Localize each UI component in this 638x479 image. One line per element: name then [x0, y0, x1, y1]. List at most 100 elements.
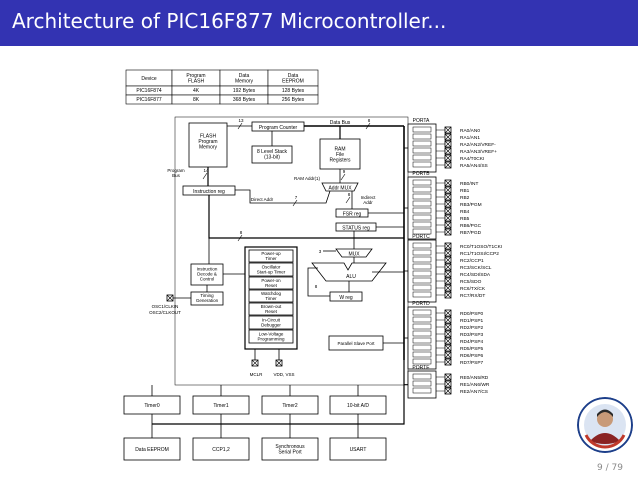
pin-terminal-cross — [444, 309, 452, 317]
pin-terminal-cross — [444, 256, 452, 264]
fsr-register-label: FSR reg — [343, 212, 362, 218]
table-header-text: Program — [186, 73, 205, 79]
port-latch — [412, 373, 432, 380]
pin-terminal-cross — [444, 337, 452, 345]
peripheral-label: Serial Port — [278, 450, 302, 456]
pin-label: RE0/AN5/RD — [460, 375, 489, 381]
table-cell-text: 128 Bytes — [282, 88, 305, 94]
stack-label: (13-bit) — [264, 155, 280, 161]
pin-label: RC2/CCP1 — [460, 258, 484, 264]
ram-addr-label: RAM Addr(1) — [294, 176, 321, 181]
pin-label: RE1/AN6/WR — [460, 382, 490, 388]
port-latch — [412, 186, 432, 193]
timing-generation-label: Timing — [200, 293, 214, 298]
port-latch — [412, 126, 432, 133]
support-block-label: Debugger — [261, 323, 281, 328]
pin-label: RC3/SCK/SCL — [460, 265, 492, 271]
port-latch — [412, 316, 432, 323]
pin-label: RA4/T0CKI — [460, 156, 484, 162]
peripheral-label: Data EEPROM — [135, 447, 169, 453]
pin-label: RB0/INT — [460, 181, 478, 187]
pin-terminal-cross — [444, 133, 452, 141]
support-block-4 — [248, 302, 294, 316]
bus-width-label: 9 — [343, 169, 346, 174]
pin-terminal-cross — [444, 380, 452, 388]
port-latch — [412, 291, 432, 298]
port-latch — [412, 256, 432, 263]
bus-width-mark — [345, 196, 351, 204]
pin-label: RB3/PGM — [460, 202, 482, 208]
pin-label: RA3/AN3/VREF+ — [460, 149, 497, 155]
slide-title: Architecture of PIC16F877 Microcontrolle… — [12, 9, 447, 33]
pin-label: RB5 — [460, 216, 470, 222]
support-block-label: Brown-out — [261, 304, 282, 309]
pin-terminal-cross — [444, 126, 452, 134]
peripheral-label: Timer2 — [282, 403, 298, 409]
support-block-label: Reset — [265, 283, 278, 288]
pin-terminal-cross — [444, 186, 452, 194]
pin-terminal-cross — [444, 200, 452, 208]
port-latch — [412, 147, 432, 154]
support-block-label: Timer — [265, 256, 277, 261]
peripheral-label: Timer0 — [144, 403, 160, 409]
peripheral-label: CCP1,2 — [212, 447, 230, 453]
pin-label: RD3/PSP3 — [460, 332, 484, 338]
pin-label: RC0/T1OSO/T1CKI — [460, 244, 502, 250]
bus-width-label: 8 — [368, 118, 371, 123]
port-latch — [412, 337, 432, 344]
mux-input-width: 3 — [319, 249, 322, 254]
pin-label: RE2/AN7/CS — [460, 389, 488, 395]
pin-terminal-cross — [444, 387, 452, 395]
parallel-slave-port-label: Parallel Slave Port — [337, 341, 375, 346]
instruction-decode-label: Decode & — [197, 272, 217, 277]
pin-label: RD2/PSP2 — [460, 325, 484, 331]
pin-terminal-cross — [444, 207, 452, 215]
peripheral-bus-up — [360, 360, 405, 425]
table-cell-text: 192 Bytes — [233, 88, 256, 94]
port-name: PORTB — [412, 171, 430, 177]
ram-file-registers — [319, 138, 361, 170]
support-block-label: In-Circuit — [262, 318, 281, 323]
pin-terminal-cross — [444, 140, 452, 148]
flash-label: FLASH — [200, 133, 217, 139]
port-name: PORTE — [412, 365, 430, 371]
mux-label: MUX — [348, 252, 360, 258]
pin-terminal-cross — [444, 358, 452, 366]
port-latch — [412, 193, 432, 200]
pin-terminal-cross — [444, 221, 452, 229]
port-latch — [412, 351, 432, 358]
pin-label: RA1/AN1 — [460, 135, 480, 141]
pin-label: RD0/PSP0 — [460, 311, 484, 317]
peripheral-label: USART — [350, 447, 367, 453]
support-block-label: Reset — [265, 309, 278, 314]
direct-addr-label: Direct Addr — [251, 197, 274, 202]
instruction-register-label: Instruction reg — [193, 189, 225, 195]
table-header-text: EEPROM — [282, 79, 304, 85]
program-bus-label: Program — [167, 168, 185, 173]
pin-terminal-cross — [444, 154, 452, 162]
bus-width-mark — [365, 122, 371, 130]
alu — [311, 262, 387, 282]
table-cell-text: PIC16F874 — [136, 88, 162, 94]
pin-label: RB4 — [460, 209, 470, 215]
instruction-to-data-bus — [208, 195, 404, 239]
pin-terminal-cross — [444, 344, 452, 352]
pin-terminal-cross — [251, 359, 259, 367]
port-latch — [412, 309, 432, 316]
support-block-label: Oscillator — [262, 265, 281, 270]
support-block-5 — [248, 315, 294, 330]
pin-terminal-cross — [444, 161, 452, 169]
port-latch — [412, 214, 432, 221]
pin-label: RD7/PSP7 — [460, 360, 484, 366]
pin-terminal-cross — [444, 193, 452, 201]
port-latch — [412, 228, 432, 235]
table-cell-text: 368 Bytes — [233, 97, 256, 103]
table-cell-text: 8K — [193, 97, 200, 103]
peripheral-label: 10-bit A/D — [347, 403, 369, 409]
addr-mux — [321, 182, 359, 192]
addr-mux-label: Addr MUX — [328, 186, 352, 192]
pin-label: RD6/PSP6 — [460, 353, 484, 359]
port-name: PORTC — [412, 234, 430, 240]
table-cell-text: 256 Bytes — [282, 97, 305, 103]
